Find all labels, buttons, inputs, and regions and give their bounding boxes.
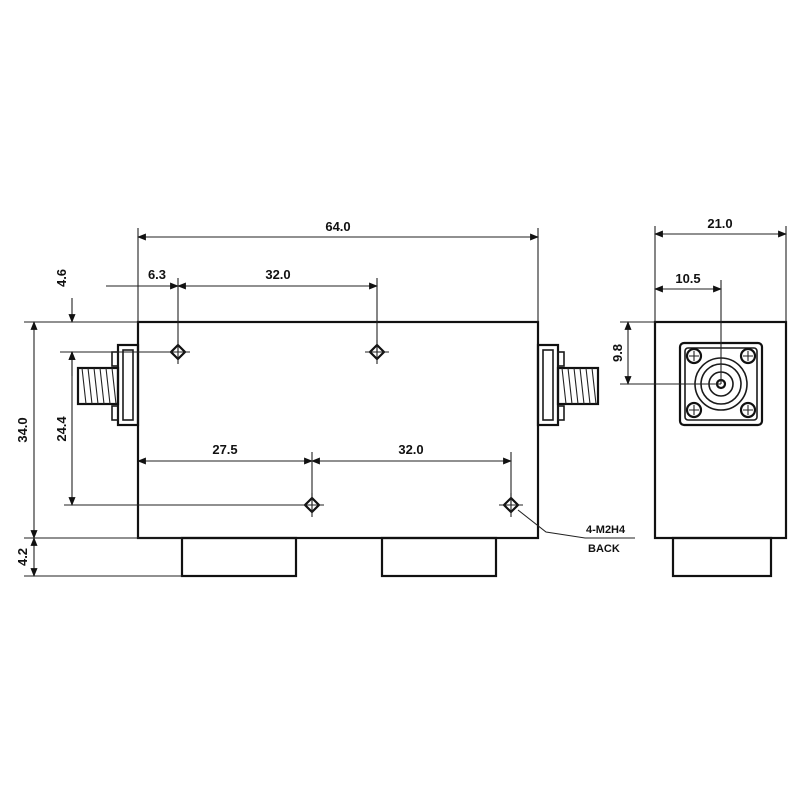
left-connector (76, 343, 140, 427)
right-foot (380, 536, 498, 578)
connector-offset-side-label: 10.5 (675, 271, 700, 286)
hole-spec-note: 4-M2H4 (586, 524, 626, 536)
bottom-hole-offset-x-label: 27.5 (212, 442, 237, 457)
screw-top-left (685, 347, 703, 365)
foot-height-label: 4.2 (15, 548, 30, 566)
side-foot (671, 536, 773, 578)
main-body (136, 320, 540, 540)
hole-span-y-label: 24.4 (54, 416, 69, 442)
top-hole-offset-y-label: 4.6 (54, 269, 69, 287)
body-height-label: 34.0 (15, 417, 30, 442)
overall-length-label: 64.0 (325, 219, 350, 234)
body-width-label: 21.0 (707, 216, 732, 231)
screw-bottom-right (739, 401, 757, 419)
top-hole-spacing-label: 32.0 (265, 267, 290, 282)
screw-top-right (739, 347, 757, 365)
right-connector (536, 343, 600, 427)
bottom-hole-spacing-label: 32.0 (398, 442, 423, 457)
hole-offset-x-label: 6.3 (148, 267, 166, 282)
side-view: 21.0 10.5 9.8 (610, 216, 788, 578)
connector-offset-top-label: 9.8 (610, 344, 625, 362)
front-view: 64.0 6.3 32.0 4.6 24.4 34.0 4.2 27.5 (15, 219, 635, 578)
left-foot (180, 536, 298, 578)
screw-bottom-left (685, 401, 703, 419)
hole-location-note: BACK (588, 543, 620, 555)
